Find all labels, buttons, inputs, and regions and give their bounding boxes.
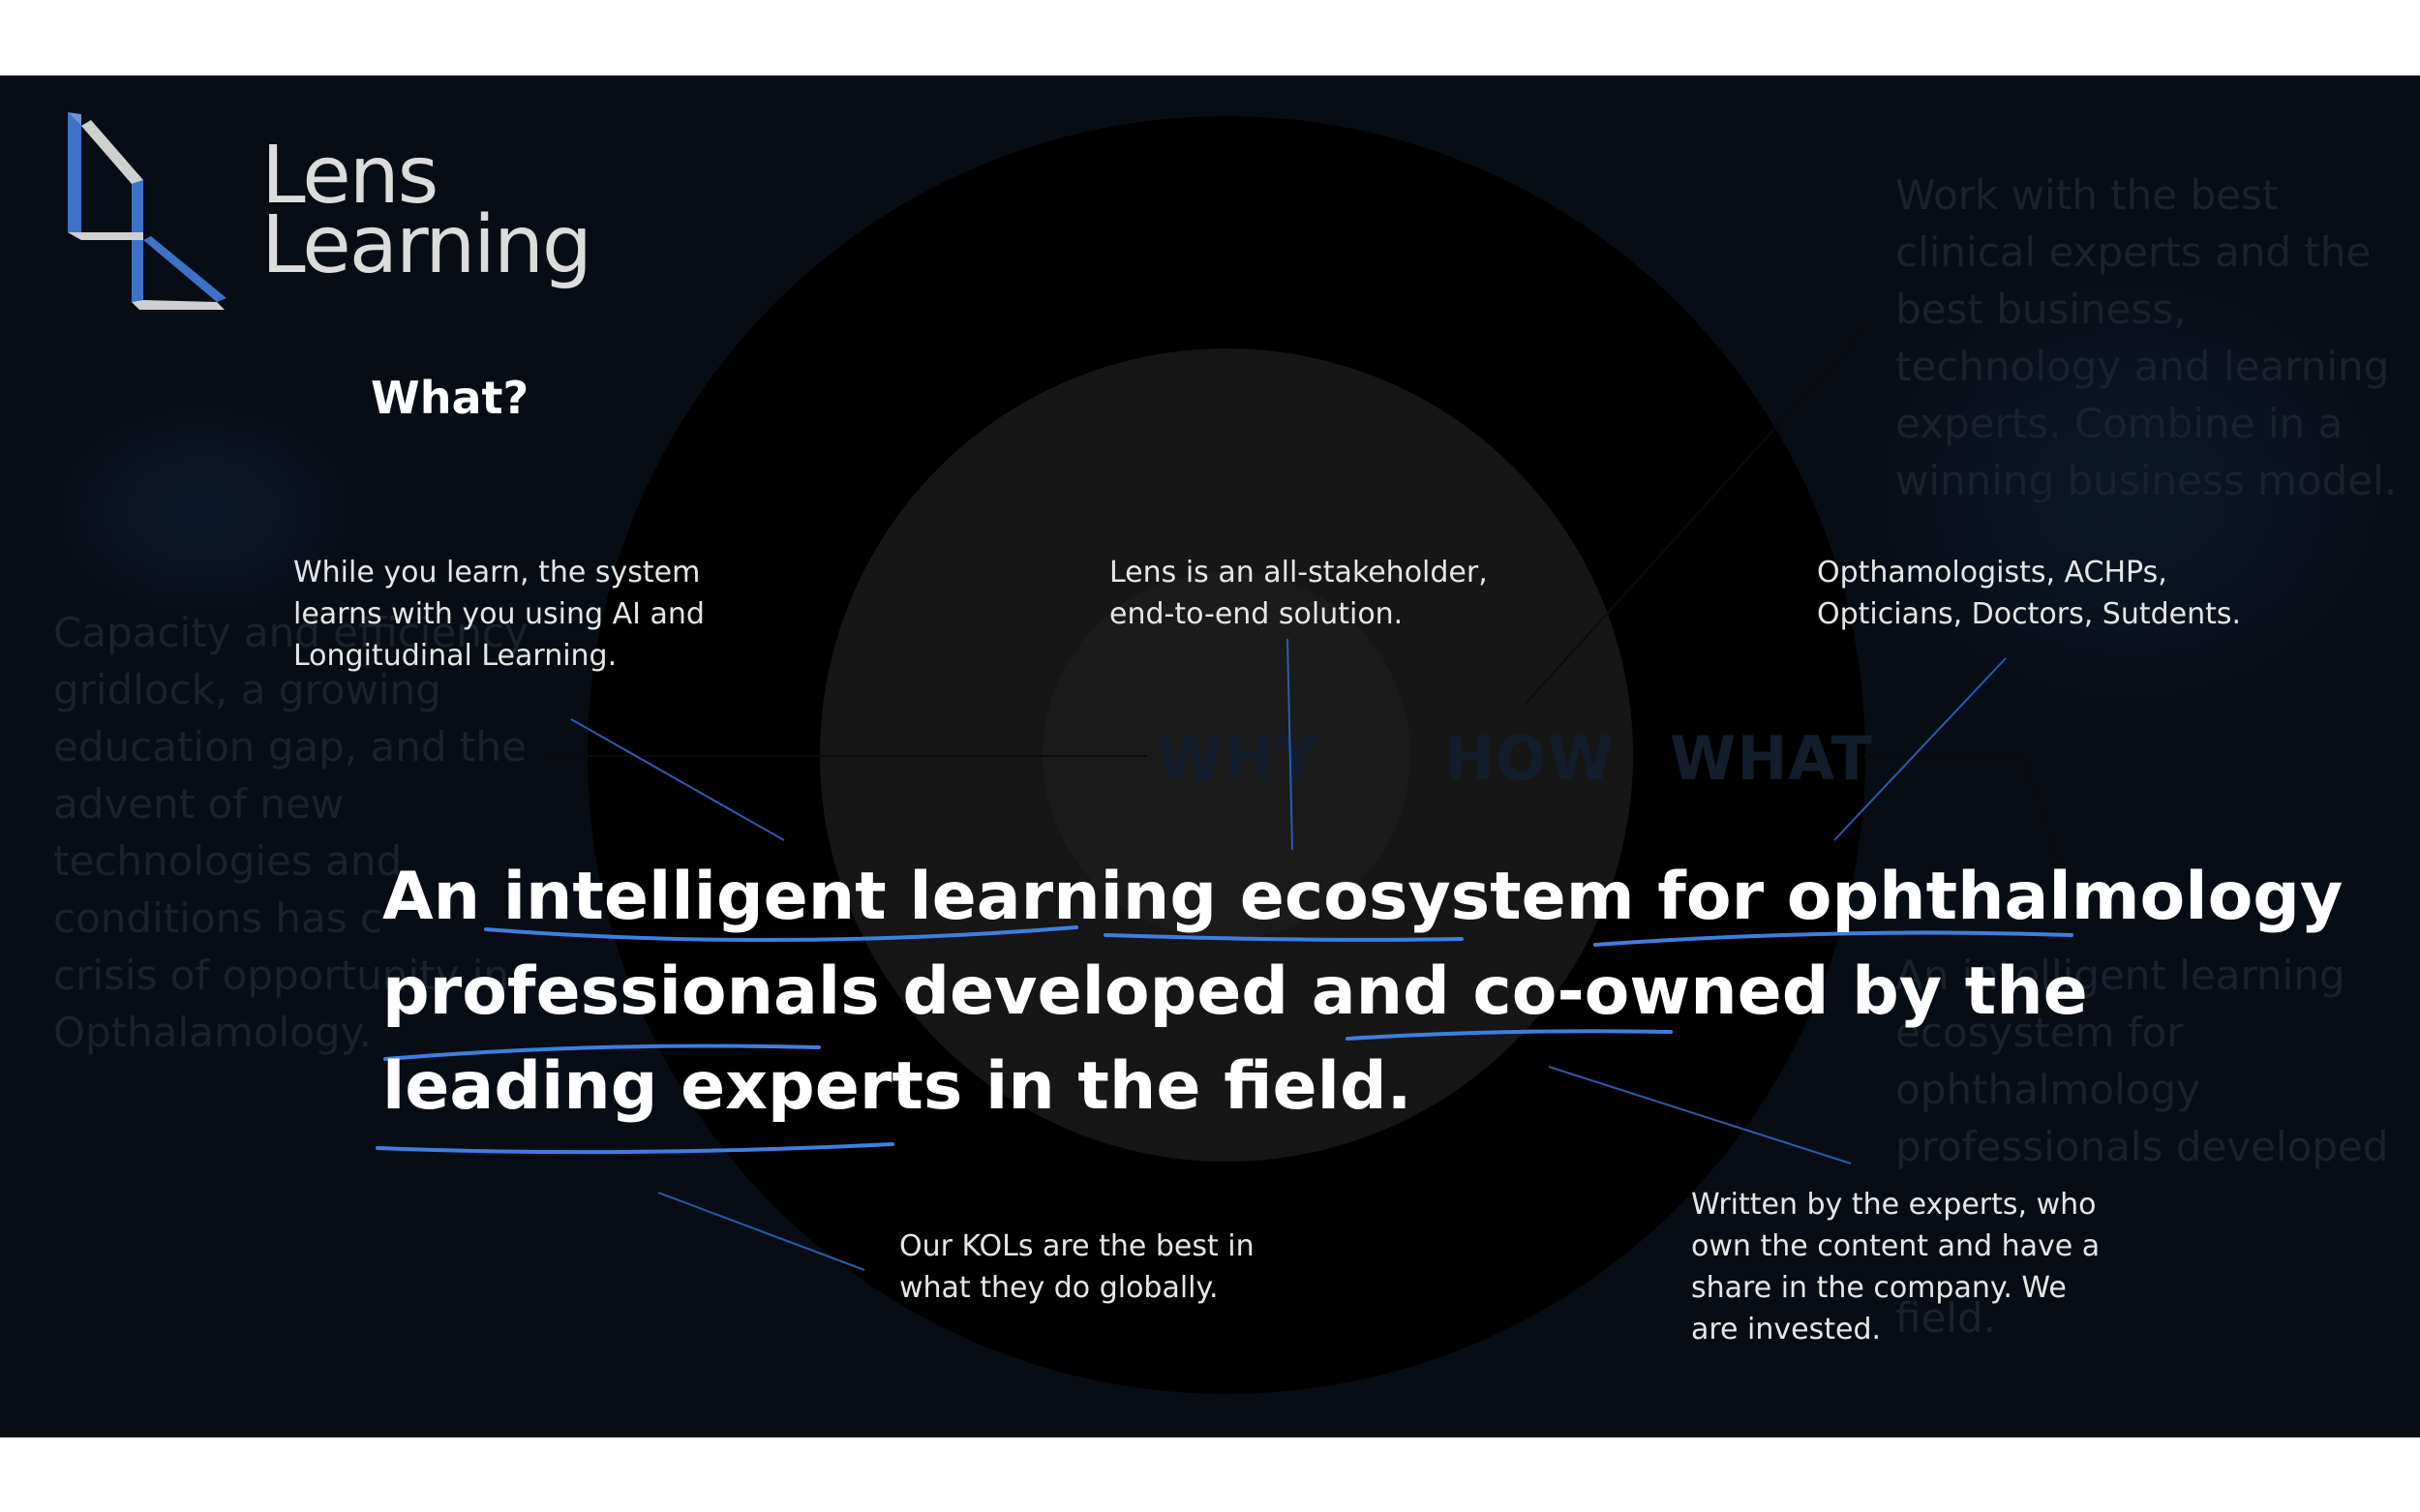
connector-lines [376,324,2077,1271]
underline-leading-experts [376,1142,894,1155]
logo-wordmark-line1: Lens [261,130,439,222]
underline-ophthalmology [1593,930,2073,947]
slide: Capacity and efficiency gridlock, a grow… [0,76,2420,1437]
logo-wordmark-line2: Learning [261,199,592,291]
background-glow-left [39,395,368,627]
underline-intelligent-learning [484,925,1078,943]
how-connector-line [1524,324,1869,706]
pointer-line-audience [1833,657,2007,841]
underline-professionals [383,1043,821,1061]
statement-line: An intelligent learning ecosystem for op… [382,859,2344,935]
logo-wordmark: Lens Learning [261,130,592,291]
note-audience: Opthamologists, ACHPs, Opticians, Doctor… [1817,556,2242,631]
pointer-line-experts [1548,1066,1852,1164]
main-statement: An intelligent learning ecosystem for op… [382,850,2344,1134]
circle-label-what: WHAT [1670,723,1873,794]
note-kols: Our KOLs are the best in what they do gl… [899,1229,1255,1305]
circle-label-how: HOW [1444,723,1615,794]
what-connector-line [1863,755,2077,919]
note-stakeholder: Lens is an all-stakeholder, end-to-end s… [1109,556,1488,631]
lens-learning-logo-icon [68,112,227,310]
pointer-line-kols [657,1192,865,1271]
pointer-line-stakeholder [1286,638,1293,851]
pointer-line-learning [570,718,785,841]
ghost-text-why: Capacity and efficiency gridlock, a grow… [53,609,529,1056]
statement-line: professionals developed and co-owned by … [382,953,2088,1030]
ghost-text-how: Work with the best clinical experts and … [1895,171,2398,504]
underline-ecosystem [1104,933,1464,942]
ghost-text-what: An intelligent learning ecosystem for op… [1895,952,2389,1342]
statement-line: leading experts in the field. [382,1048,1412,1125]
underline-co-owned [1346,1029,1673,1041]
note-learning-system: While you learn, the system learns with … [293,556,705,673]
background-glow-right [1839,250,2420,734]
note-experts: Written by the experts, who own the cont… [1691,1188,2101,1346]
section-heading: What? [371,372,529,424]
